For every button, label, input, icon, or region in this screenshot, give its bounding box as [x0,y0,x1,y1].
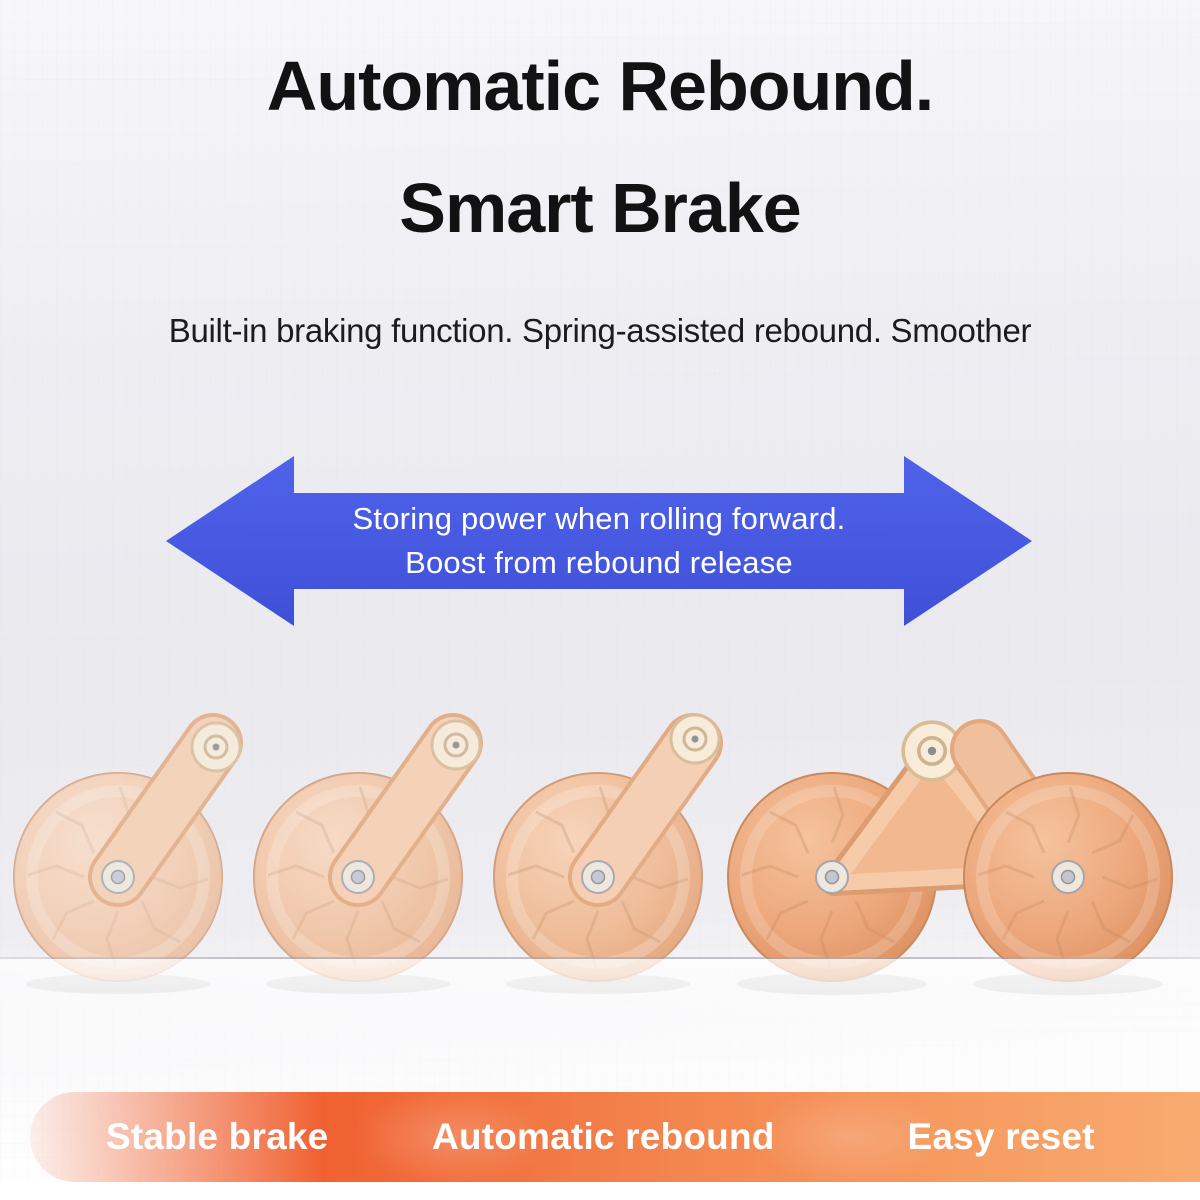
headline-line-2: Smart Brake [399,169,801,247]
feature-label-stable-brake: Stable brake [105,1116,329,1157]
feature-label-automatic-rebound: Automatic rebound [432,1116,775,1157]
feature-label-easy-reset: Easy reset [907,1116,1095,1157]
roller-frame-5 [950,719,1172,981]
pivot-knob-icon [190,721,242,773]
feature-bar: Stable brake Automatic rebound Easy rese… [30,1092,1200,1182]
pivot-knob-icon [669,713,721,765]
roller-frame-3 [494,715,719,981]
arrow-text-line-1: Storing power when rolling forward. [352,501,846,536]
double-arrow-polygon [166,456,1032,626]
double-arrow-banner: Storing power when rolling forward. Boos… [166,452,1032,630]
double-arrow-shape [166,456,1032,626]
arrow-banner-text: Storing power when rolling forward. Boos… [166,452,1032,630]
floor-highlight [0,959,1200,1089]
bottom-white-strip [0,1182,1200,1200]
subtitle-text: Built-in braking function. Spring-assist… [168,312,1032,349]
roller-sequence-graphic [0,652,1200,995]
product-sequence [0,652,1200,1000]
headline-line-1: Automatic Rebound. [266,47,934,125]
arrow-text-line-2: Boost from rebound release [405,545,793,580]
floor-line [0,957,1200,959]
roller-frame-1 [14,723,240,981]
roller-frame-2 [254,721,480,981]
pivot-knob-icon [430,719,482,771]
